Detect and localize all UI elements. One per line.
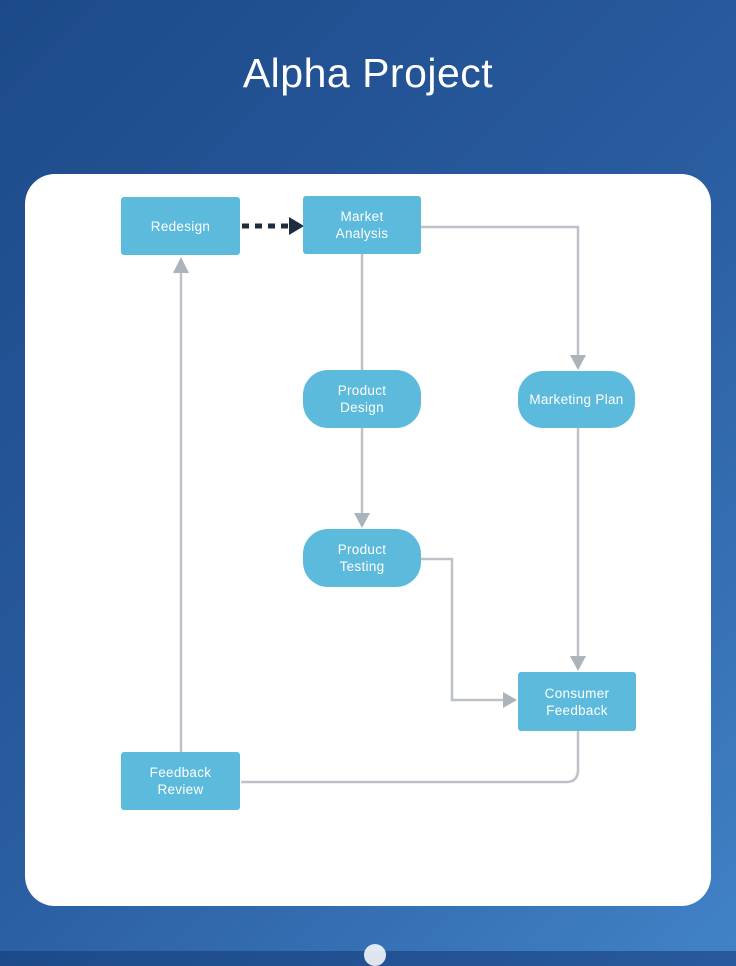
arrowhead-into-consumer-feedback-top [570, 656, 586, 671]
node-redesign: Redesign [121, 197, 240, 255]
node-product-testing: Product Testing [303, 529, 421, 587]
page-title: Alpha Project [242, 50, 494, 96]
arrowhead-into-product-testing [354, 513, 370, 528]
edge-product-testing-to-consumer-feedback [421, 557, 503, 702]
node-product-design: Product Design [303, 370, 421, 428]
arrowhead-into-market-analysis [289, 217, 304, 235]
edge-consumer-feedback-to-feedback-review [241, 731, 580, 784]
watermark-logo-partial [364, 944, 386, 966]
arrowhead-into-consumer-feedback-left [503, 692, 517, 708]
edge-market-analysis-to-marketing-plan [421, 225, 580, 356]
arrowhead-into-redesign [173, 257, 189, 273]
node-market-analysis: Market Analysis [303, 196, 421, 254]
node-consumer-feedback: Consumer Feedback [518, 672, 636, 731]
arrowhead-into-marketing-plan [570, 355, 586, 370]
node-marketing-plan: Marketing Plan [518, 371, 635, 428]
node-feedback-review: Feedback Review [121, 752, 240, 810]
